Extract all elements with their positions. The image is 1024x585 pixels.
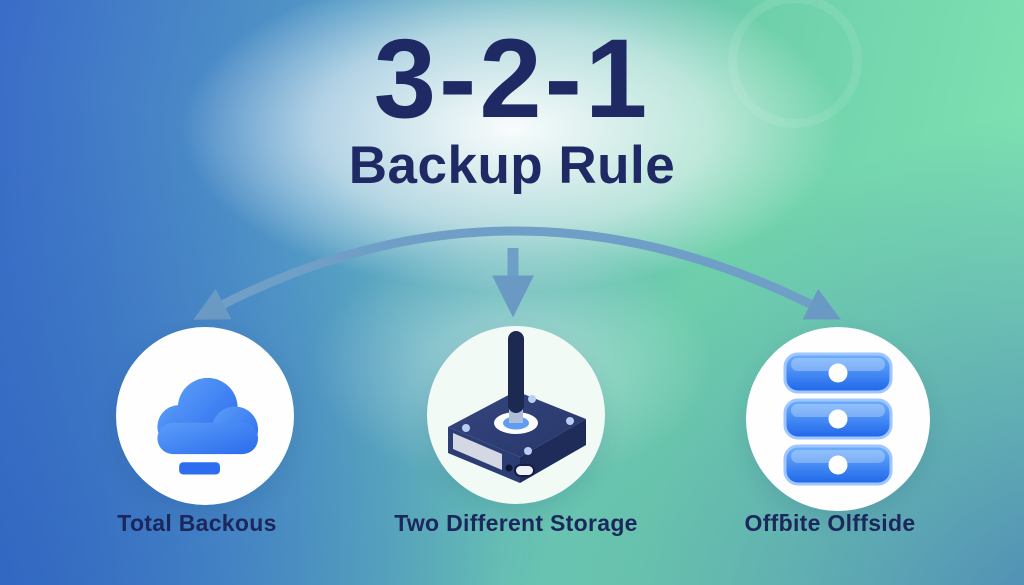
circle-offsite	[746, 327, 930, 511]
circle-total-backups	[116, 327, 294, 505]
cloud-icon	[157, 377, 259, 475]
title-number: 3-2-1	[373, 16, 651, 141]
label-total-backups: Total Backous	[117, 510, 277, 536]
circle-two-storage	[427, 326, 605, 504]
decorative-ring	[728, 0, 862, 128]
title-subtitle: Backup Rule	[348, 136, 676, 196]
page-title: 3-2-1 Backup Rule	[0, 16, 1024, 196]
label-offsite: Offƃite Olffside	[744, 510, 916, 536]
hard-drive-icon	[448, 331, 586, 483]
flow-arrows	[193, 226, 841, 320]
arc-double-arrow	[193, 226, 841, 320]
server-stack-icon	[783, 352, 893, 486]
label-two-storage: Two Different Storage	[394, 510, 638, 536]
